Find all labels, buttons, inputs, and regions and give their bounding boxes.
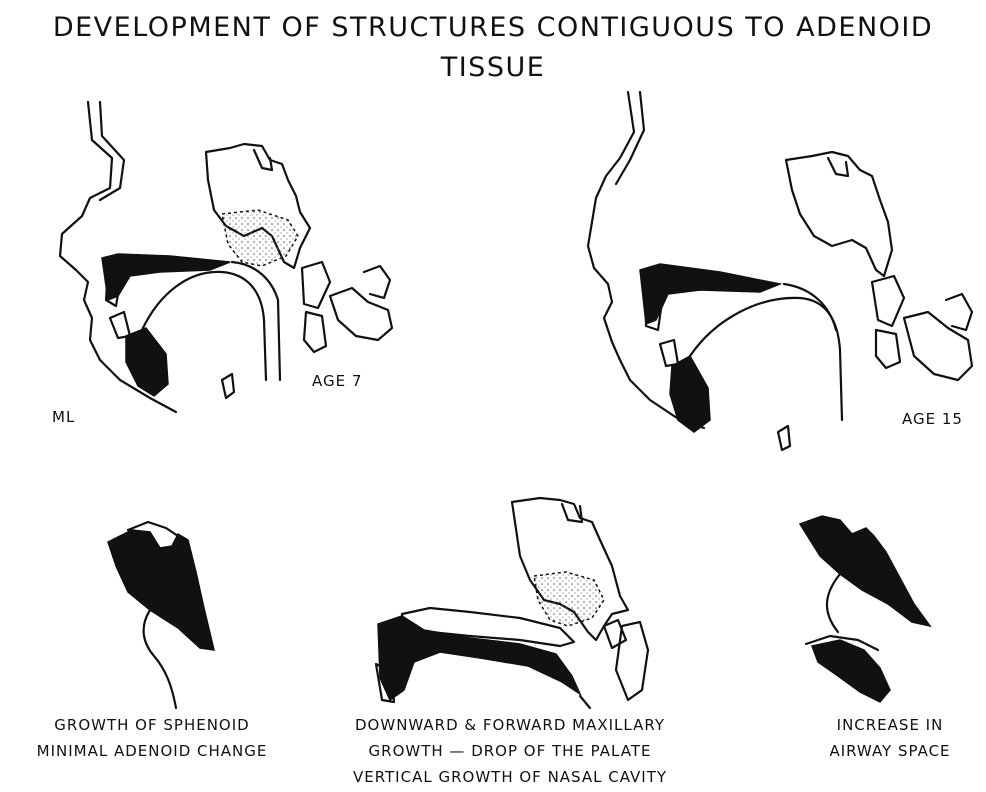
sphenoid-growth-detail	[108, 522, 214, 708]
airway-space-detail	[800, 516, 930, 702]
age-7-label: AGE 7	[312, 372, 362, 390]
adenoid-tissue	[222, 210, 298, 266]
vertebra-atlas	[302, 262, 330, 308]
vertebra-process-15	[904, 312, 972, 380]
vertebra-atlas-15	[872, 276, 904, 326]
hard-palate-shape	[102, 254, 230, 300]
vertebra-process	[330, 288, 392, 340]
caption-airway-space: INCREASE IN AIRWAY SPACE	[800, 712, 980, 764]
profile-age-15	[588, 92, 972, 450]
lower-incisor-15	[660, 340, 678, 366]
mandible-shape	[126, 328, 168, 396]
age-15-label: AGE 15	[902, 410, 963, 428]
profile-age-7	[60, 102, 392, 412]
hyoid-bone-15	[778, 426, 790, 450]
caption-sphenoid-growth: GROWTH OF SPHENOID MINIMAL ADENOID CHANG…	[22, 712, 282, 764]
caption-center-line1: DOWNWARD & FORWARD MAXILLARY	[320, 712, 700, 738]
palate-shape-after	[378, 616, 580, 700]
vertebra-bottom-2	[616, 622, 648, 700]
vertebra-tip-15	[946, 294, 972, 330]
airway-curve-line	[827, 574, 840, 632]
mandible-shape-15	[670, 356, 710, 432]
caption-center-line2: GROWTH — DROP OF THE PALATE	[320, 738, 700, 764]
sphenoid-outline-15	[786, 152, 892, 276]
vertebra-axis	[304, 312, 326, 352]
sphenoid-black-shape-right	[800, 516, 930, 626]
caption-right-line1: INCREASE IN	[800, 712, 980, 738]
caption-maxillary-growth: DOWNWARD & FORWARD MAXILLARY GROWTH — DR…	[320, 712, 700, 790]
vertebra-bottom-1	[604, 620, 626, 648]
vertebra-tip	[364, 266, 390, 298]
caption-center-line3: VERTICAL GROWTH OF NASAL CAVITY	[320, 764, 700, 790]
pharynx-wall-15	[784, 284, 836, 330]
caption-left-line1: GROWTH OF SPHENOID	[22, 712, 282, 738]
adenoid-curve-line	[144, 610, 176, 708]
pharynx-end-line	[580, 696, 590, 708]
lower-incisor	[110, 312, 130, 338]
maxillary-growth-detail	[376, 498, 648, 708]
sella-turcica	[254, 150, 272, 170]
sella-turcica-15	[828, 158, 848, 176]
pharynx-wall	[232, 262, 280, 380]
tongue-outline-15	[690, 298, 842, 420]
caption-right-line2: AIRWAY SPACE	[800, 738, 980, 764]
sphenoid-black-shape	[108, 530, 214, 650]
initials-label: ML	[52, 408, 75, 426]
vertebra-axis-15	[876, 330, 900, 368]
caption-left-line2: MINIMAL ADENOID CHANGE	[22, 738, 282, 764]
hyoid-bone	[222, 374, 234, 398]
adenoid-tissue-bottom	[534, 572, 604, 626]
